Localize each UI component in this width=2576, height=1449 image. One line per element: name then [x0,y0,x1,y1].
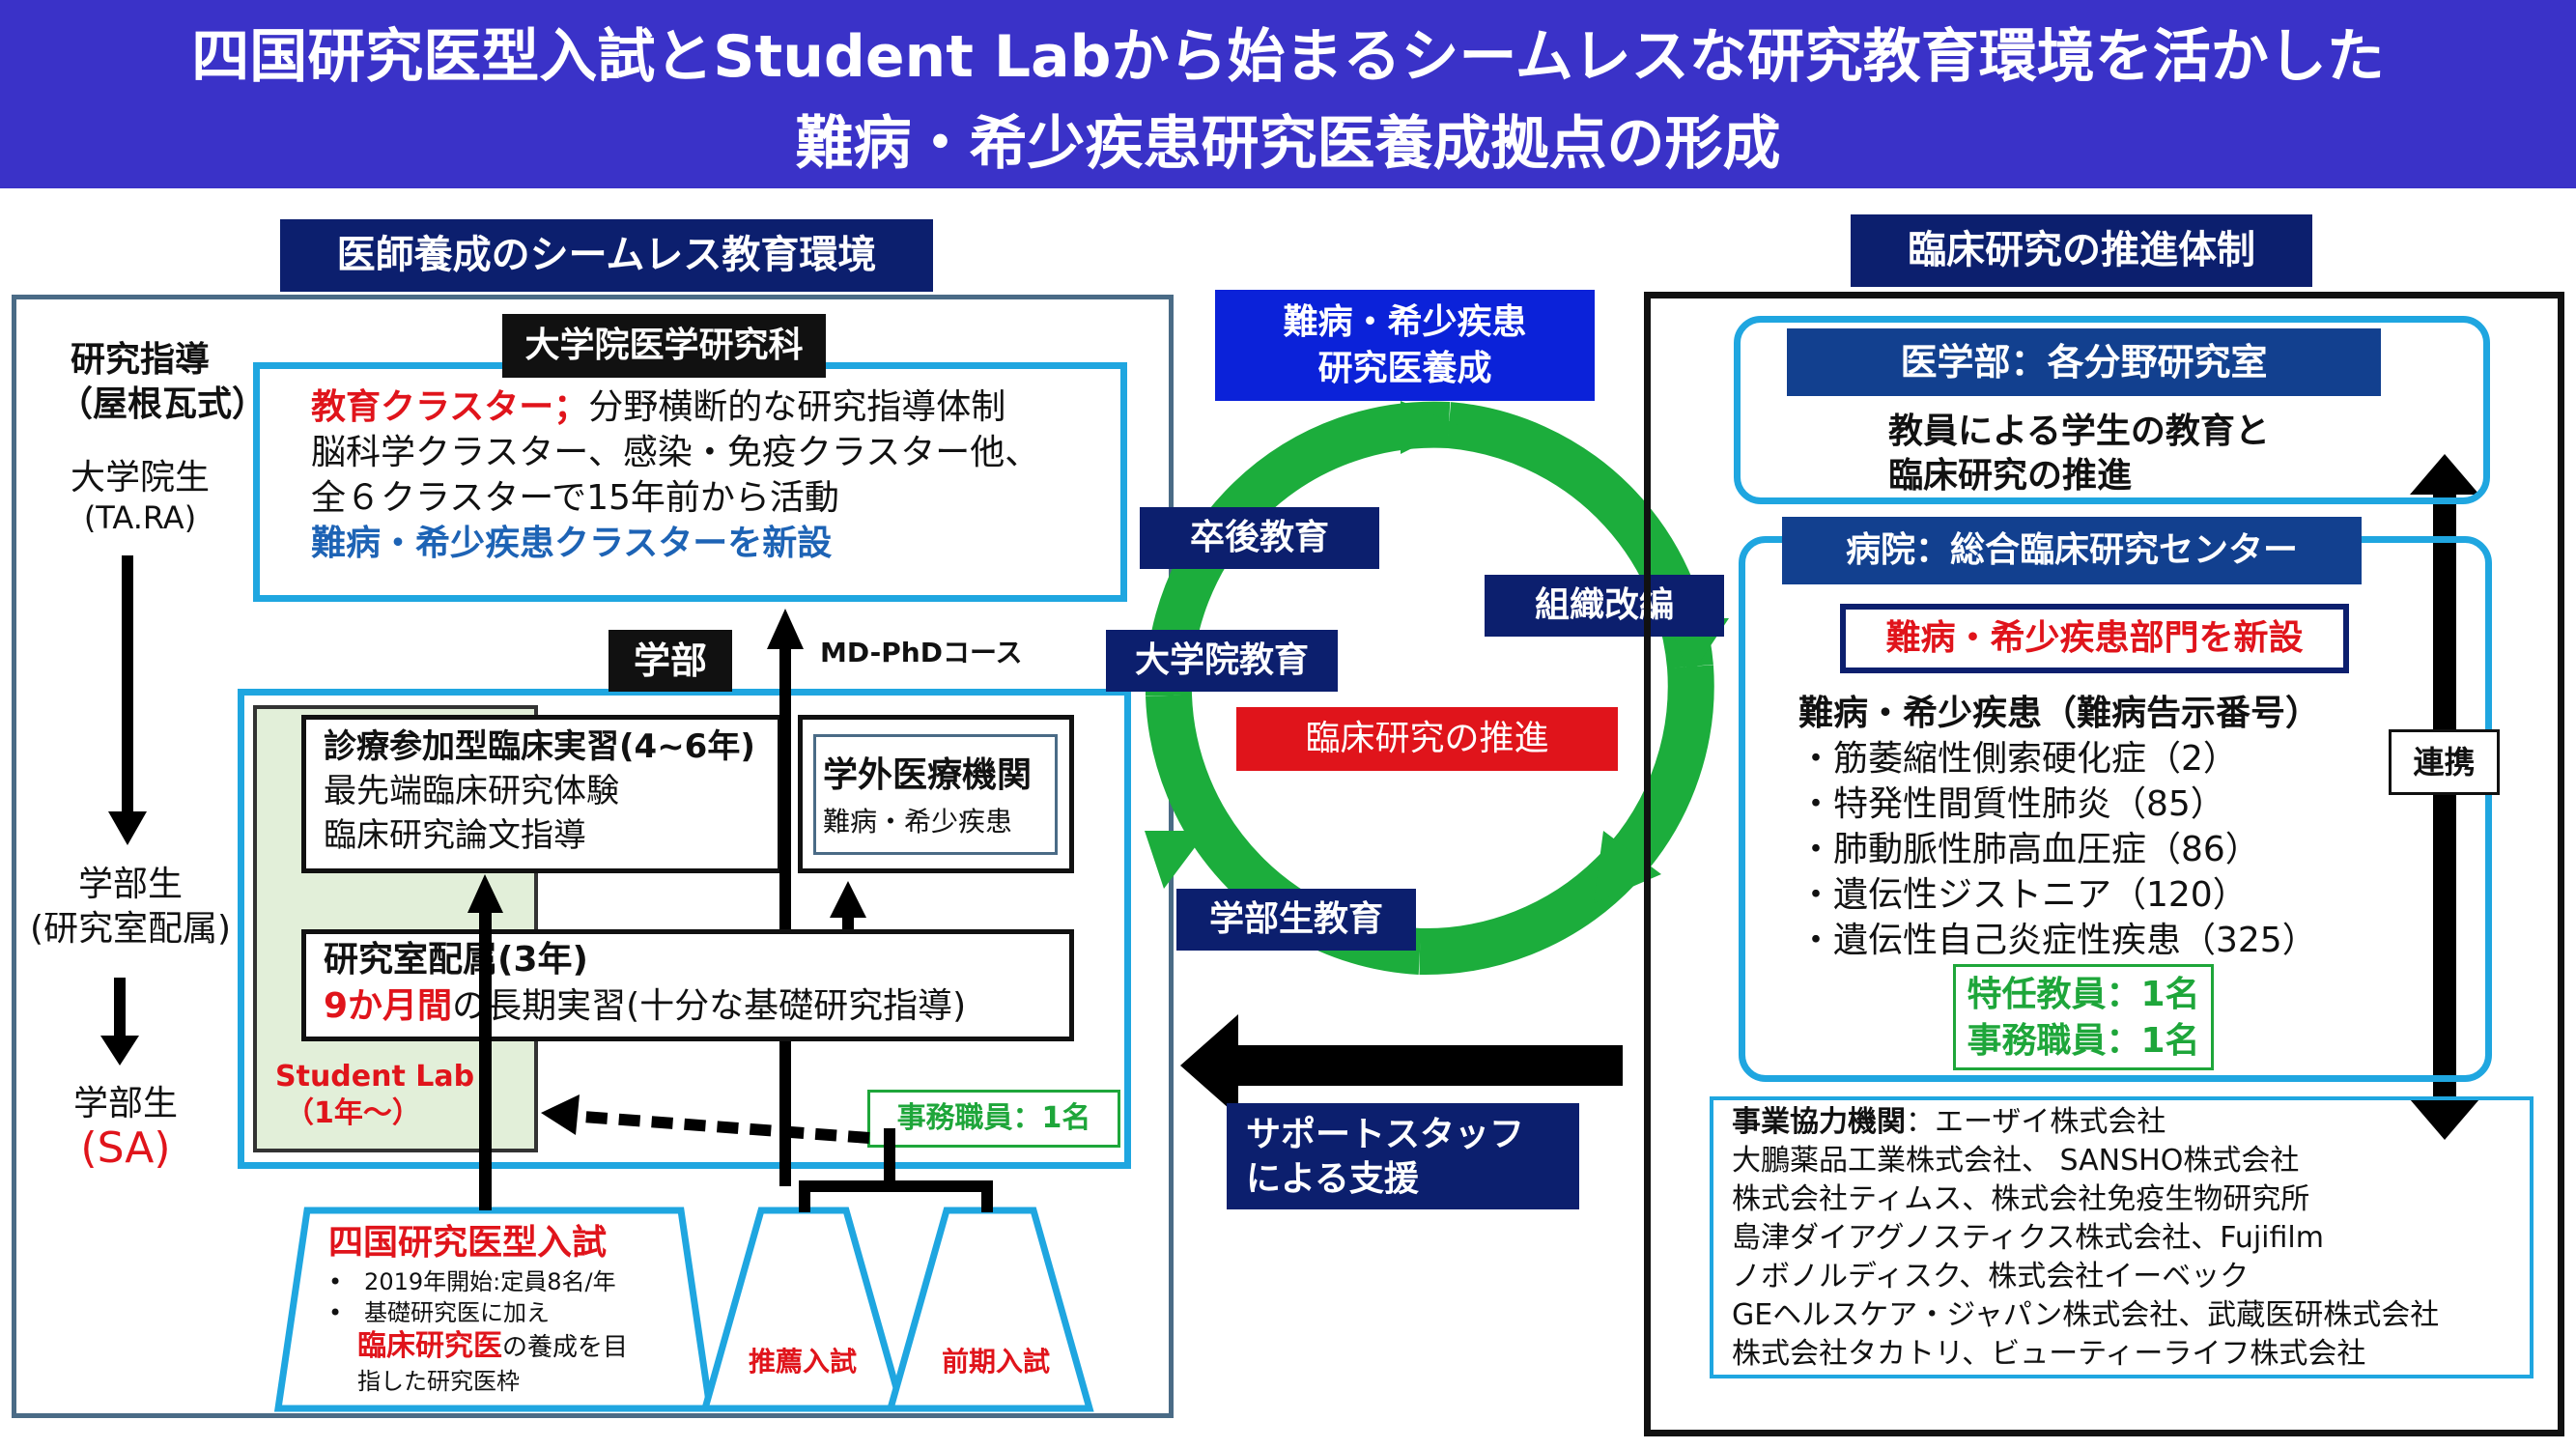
special-staff-badge: 特任教員：1名 事務職員：1名 [1953,964,2214,1070]
mdphd-arrow-head [767,609,804,649]
support-arrow-head [1180,1014,1238,1117]
guidance-arrow-2-head [100,1036,139,1065]
clinical-practice-box [301,715,782,873]
suisen-exam-label: 推薦入試 [749,1346,858,1378]
fork-bar [799,1180,993,1192]
hospital-header: 病院：総合臨床研究センター [1782,517,2362,584]
fork-stem [884,1128,895,1186]
renkei-arrow-shaft [2433,488,2456,1106]
fork-stem-up [779,1041,791,1186]
grad-student-label: 大学院生 [70,458,210,497]
sotsugo-label: 卒後教育 [1140,507,1379,569]
nanbyo-box: 難病・希少疾患 研究医養成 [1215,290,1595,401]
dept-box [1734,316,2490,504]
faculty-box [238,689,1131,1169]
clinical-practice-text: 診療参加型臨床実習(4~6年) 最先端臨床研究体験 臨床研究論文指導 [324,727,755,855]
gakubu-label: 学部生教育 [1176,889,1416,951]
new-dept-badge: 難病・希少疾患部門を新設 [1840,604,2349,673]
title-line-2: 難病・希少疾患研究医養成拠点の形成 [795,110,1781,178]
undergrad-lab-label: 学部生 (研究室配属) [29,865,232,949]
external-institution-inner [813,734,1058,855]
lab-assignment-box [301,929,1074,1041]
disease-list: 難病・希少疾患（難病告示番号） ・筋萎縮性側索硬化症（2） ・特発性間質性肺炎（… [1798,694,2321,960]
clinical-arrow-shaft [479,1041,492,1070]
sa-label: (SA) [80,1123,171,1173]
grad-cluster-text: 教育クラスター；分野横断的な研究指導体制 脳科学クラスター、感染・免疫クラスター… [311,387,1040,563]
mdphd-arrow-shaft [779,647,791,929]
zenki-exam-label: 前期入試 [942,1346,1051,1378]
mdphd-label: MD-PhDコース [820,637,1023,668]
cycle-arrowhead-2 [1594,831,1661,903]
support-label: サポートスタッフ による支援 [1227,1103,1579,1209]
external-institution-text: 学外医療機関 難病・希少疾患 [823,755,1033,838]
shikoku-arrow-head [467,874,503,913]
renkei-arrow-top [2410,454,2479,495]
left-section-header: 医師養成のシームレス教育環境 [280,219,933,292]
support-arrow-shaft [1236,1045,1623,1086]
grad-role-label: (TA.RA) [83,499,197,536]
cycle-arrowhead-3 [1145,831,1207,889]
dashed-arrow-head [541,1094,580,1135]
guidance-arrow-1-shaft [122,555,133,811]
partners-box [1710,1096,2534,1378]
partners-text: 事業協力機関：エーザイ株式会社 大鵬薬品工業株式会社、 SANSHO株式会社 株… [1732,1105,2440,1371]
dept-text: 教員による学生の教育と 臨床研究の推進 [1888,412,2270,496]
faculty-label: 学部 [609,630,732,692]
rinsho-label: 臨床研究の推進 [1236,707,1618,771]
title-banner: 四国研究医型入試とStudent Labから始まるシームレスな研究教育環境を活か… [0,0,2576,188]
renkei-label: 連携 [2389,729,2500,795]
renkei-arrow-bottom [2410,1099,2479,1140]
external-arrow-head [830,881,866,918]
guidance-arrow-1-head [108,811,147,845]
lab-assignment-text: 研究室配属(3年) 9か月間の長期実習(十分な基礎研究指導) [324,940,967,1026]
right-frame [1644,292,2564,1436]
title-line-1: 四国研究医型入試とStudent Labから始まるシームレスな研究教育環境を活か… [191,23,2385,91]
guidance-arrow-2-shaft [114,978,126,1036]
soshiki-label: 組織改編 [1485,575,1724,637]
external-arrow-shaft [842,916,854,929]
shikoku-exam-text: 四国研究医型入試 • 2019年開始:定員8名/年 • 基礎研究医に加え 臨床研… [328,1223,629,1395]
undergrad-label: 学部生 [72,1084,178,1123]
zenki-exam-shape [886,1207,1094,1412]
dashed-arrow-line [569,1110,870,1144]
cycle-arrowhead-4 [1401,401,1458,454]
daigakuin-label: 大学院教育 [1106,630,1338,692]
dept-header: 医学部：各分野研究室 [1787,328,2381,396]
office-staff-badge: 事務職員：1名 [867,1090,1120,1148]
research-guidance-label: 研究指導 （屋根瓦式） [58,340,268,424]
external-institution-box [798,715,1074,873]
grad-school-label: 大学院医学研究科 [502,314,826,378]
right-section-header: 臨床研究の推進体制 [1851,214,2312,287]
student-lab-label: Student Lab （1年～） [275,1060,475,1130]
